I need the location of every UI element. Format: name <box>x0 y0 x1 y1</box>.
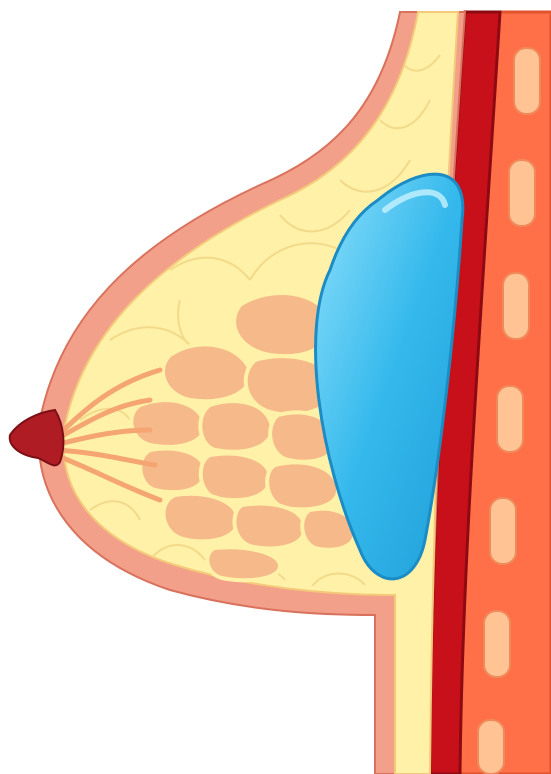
rib-segment <box>478 720 504 774</box>
rib-segment <box>509 160 535 226</box>
rib-segment <box>490 498 516 564</box>
rib-segment <box>514 48 540 114</box>
rib-segment <box>497 386 523 452</box>
rib-segment <box>503 273 529 339</box>
nipple <box>10 410 64 465</box>
rib-segment <box>484 611 510 677</box>
